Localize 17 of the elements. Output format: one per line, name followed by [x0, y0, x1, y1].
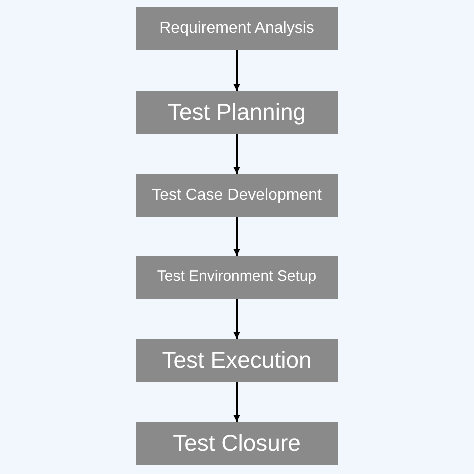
process-box — [136, 7, 338, 50]
step-label: Test Planning — [168, 98, 306, 127]
step-label: Test Environment Setup — [157, 268, 317, 287]
arrow — [234, 382, 240, 422]
process-box — [136, 339, 338, 382]
arrow — [234, 217, 240, 256]
process-box — [136, 174, 338, 217]
process-box — [136, 422, 338, 465]
process-box — [136, 91, 338, 134]
arrow — [234, 50, 240, 91]
arrow — [234, 299, 240, 339]
process-box — [136, 256, 338, 299]
step-label: Test Execution — [162, 346, 312, 375]
step-label: Requirement Analysis — [160, 18, 314, 38]
step-label: Test Closure — [173, 429, 301, 458]
step-label: Test Case Development — [152, 186, 322, 206]
arrow — [234, 134, 240, 174]
